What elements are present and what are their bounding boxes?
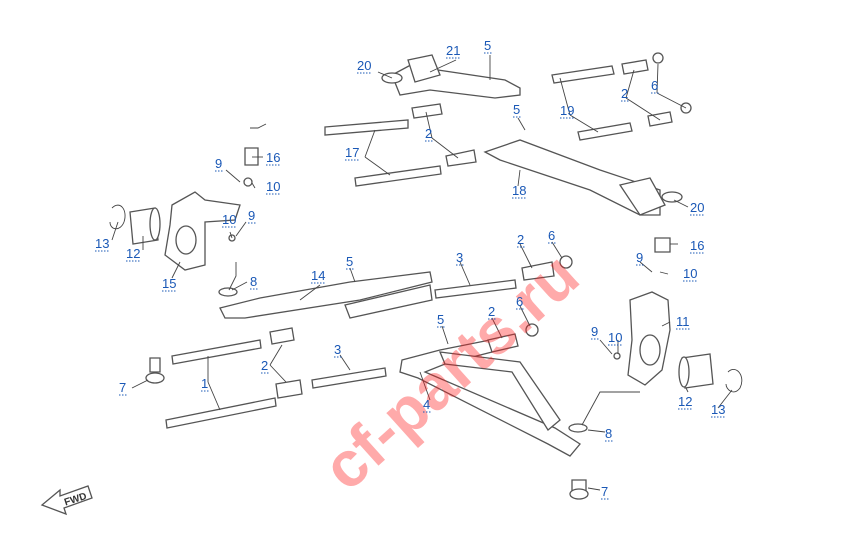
callout-c5a[interactable]: 5 [484, 38, 491, 53]
lower-arm-4 [399, 323, 589, 500]
arm-bracket [407, 54, 441, 83]
callout-c14[interactable]: 14 [311, 268, 325, 283]
callout-c5d[interactable]: 5 [437, 312, 444, 327]
callout-c2e[interactable]: 2 [261, 358, 268, 373]
callout-c4[interactable]: 4 [423, 397, 430, 412]
callout-c12a[interactable]: 12 [126, 246, 140, 261]
nut-10-right [613, 352, 621, 360]
callout-c9a[interactable]: 9 [215, 156, 222, 171]
arm-14-tube [344, 284, 433, 319]
cap-6-arm4 [525, 323, 539, 337]
bushing-2-b [269, 327, 295, 345]
bolt-1-lower [165, 397, 277, 429]
ball-joint-7-left [149, 357, 161, 373]
callout-c6c[interactable]: 6 [516, 294, 523, 309]
bushing-2-top [621, 59, 649, 75]
sleeve-3-lower [311, 367, 387, 389]
washer-20-right [661, 191, 683, 203]
watermark: cf-parts.ru [309, 239, 592, 504]
callout-c3a[interactable]: 3 [456, 250, 463, 265]
callout-c10d[interactable]: 10 [608, 330, 622, 345]
upper-arm-18 [483, 139, 661, 216]
callout-c8a[interactable]: 8 [250, 274, 257, 289]
bolts-1 [145, 327, 387, 429]
callout-c19[interactable]: 19 [560, 103, 574, 118]
callout-c10b[interactable]: 10 [222, 212, 236, 227]
callout-c5c[interactable]: 5 [346, 254, 353, 269]
lower-arm-14 [218, 255, 573, 319]
knuckle-15 [164, 191, 241, 271]
nut-10-left [243, 177, 253, 187]
bushing-2-arm4 [487, 333, 519, 353]
callout-c6b[interactable]: 6 [548, 228, 555, 243]
knuckle-15-bore [175, 225, 197, 255]
cap-6-top [652, 52, 664, 64]
fwd-arrow: FWD [40, 485, 93, 516]
leader-lines [111, 55, 733, 491]
callout-c9d[interactable]: 9 [591, 324, 598, 339]
arm-18-bracket [618, 177, 666, 216]
washer-8-right [568, 423, 588, 433]
snap-ring-13-right [725, 368, 743, 393]
callout-c5b[interactable]: 5 [513, 102, 520, 117]
bolt-17-upper [324, 119, 409, 136]
bushing-2-lower-right [521, 261, 555, 281]
bushing-2-lower [445, 149, 477, 167]
snap-ring-13-left [109, 204, 126, 230]
arm-14 [219, 271, 433, 319]
callout-c11[interactable]: 11 [676, 314, 690, 329]
hub-bearing-right-face [678, 356, 690, 388]
sleeve-19 [577, 122, 633, 141]
callout-c9c[interactable]: 9 [636, 250, 643, 265]
ball-joint-7-right-base [569, 488, 589, 500]
callout-c12b[interactable]: 12 [678, 394, 692, 409]
sleeve-3-upper [434, 279, 517, 299]
callout-c7b[interactable]: 7 [601, 484, 608, 499]
knuckle-11-bore [639, 334, 661, 366]
callout-c2a[interactable]: 2 [621, 86, 628, 101]
sleeve-top [551, 65, 615, 84]
callout-c15[interactable]: 15 [162, 276, 176, 291]
hub-bearing-face [149, 207, 161, 241]
callout-c20b[interactable]: 20 [690, 200, 704, 215]
callout-c8b[interactable]: 8 [605, 426, 612, 441]
callout-c10c[interactable]: 10 [683, 266, 697, 281]
bolt-1-upper [171, 339, 262, 365]
callout-c17[interactable]: 17 [345, 145, 359, 160]
callout-c21[interactable]: 21 [446, 43, 460, 58]
callout-c10a[interactable]: 10 [266, 179, 280, 194]
callout-c9b[interactable]: 9 [248, 208, 255, 223]
callout-c1[interactable]: 1 [201, 376, 208, 391]
callout-c2d[interactable]: 2 [488, 304, 495, 319]
callout-c16a[interactable]: 16 [266, 150, 280, 165]
knuckle-left [109, 191, 241, 271]
bushing-2-mid [411, 103, 443, 119]
callout-c2c[interactable]: 2 [517, 232, 524, 247]
callout-c3b[interactable]: 3 [334, 342, 341, 357]
arm-4-inner [438, 351, 561, 431]
callout-c2b[interactable]: 2 [425, 126, 432, 141]
callout-c13b[interactable]: 13 [711, 402, 725, 417]
callout-c13a[interactable]: 13 [95, 236, 109, 251]
fwd-arrow-shape [40, 485, 93, 516]
knuckle-right [613, 291, 743, 393]
callout-c7a[interactable]: 7 [119, 380, 126, 395]
cap-6-lower [559, 255, 573, 269]
callout-c20a[interactable]: 20 [357, 58, 371, 73]
ball-joint-16-left [244, 147, 259, 166]
callout-c18[interactable]: 18 [512, 183, 526, 198]
callout-c6a[interactable]: 6 [651, 78, 658, 93]
bushing-2-c [275, 379, 303, 399]
upper-arm-top [243, 52, 692, 253]
ball-joint-16-right [654, 237, 671, 253]
bolt-17-lower [354, 165, 442, 187]
ball-joint-7-base [145, 372, 165, 384]
callout-c16b[interactable]: 16 [690, 238, 704, 253]
bushing-2-right [647, 111, 673, 127]
